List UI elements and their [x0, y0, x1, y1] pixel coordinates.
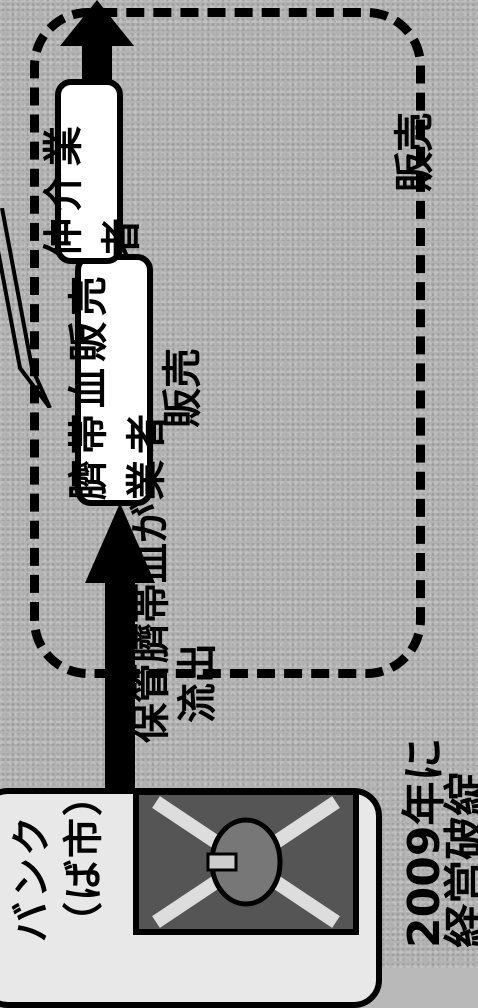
sell-label-right: 販売: [392, 112, 438, 192]
outflow-label-line2: 流出: [175, 643, 221, 723]
broker-node: 仲介業者: [41, 79, 145, 264]
bank-name-line2: （ば市）: [61, 774, 107, 942]
sell-label-upper: 販売: [160, 348, 206, 428]
callout-pointer-line: [0, 208, 52, 408]
cord-blood-bank-node: バンク （ば市）: [0, 774, 382, 1008]
arrow-broker-to-market: [60, 0, 134, 82]
bankruptcy-year-line2: 経営破綻: [441, 772, 478, 948]
bank-name-line1: バンク: [9, 814, 55, 942]
arrow-bank-to-seller: [85, 503, 155, 788]
freezer-tank-illustration: [133, 789, 359, 935]
cord-blood-seller-node: 臍帯血販売業者: [66, 254, 170, 506]
